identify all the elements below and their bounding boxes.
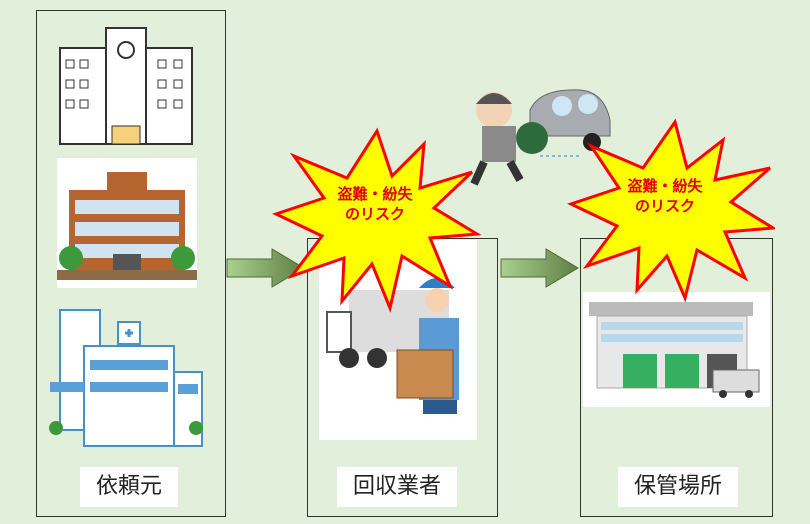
stage-label-storage: 保管場所 bbox=[618, 467, 738, 507]
risk-text-1: 盗難・紛失 のリスク bbox=[310, 184, 440, 224]
risk-starburst-2 bbox=[567, 118, 775, 303]
risk-line1: 盗難・紛失 bbox=[337, 185, 413, 203]
thief-with-car-image bbox=[470, 80, 620, 190]
office-building-image bbox=[58, 18, 194, 146]
school-building-image bbox=[57, 158, 197, 288]
risk-line1: 盗難・紛失 bbox=[627, 177, 703, 195]
stage-label-collector: 回収業者 bbox=[337, 467, 457, 507]
risk-starburst-1 bbox=[272, 127, 482, 313]
warehouse-image bbox=[583, 292, 770, 407]
hospital-building-image bbox=[46, 300, 206, 450]
risk-text-2: 盗難・紛失 のリスク bbox=[600, 176, 730, 216]
risk-line2: のリスク bbox=[344, 205, 405, 223]
flow-arrow-2 bbox=[500, 248, 579, 288]
risk-line2: のリスク bbox=[634, 197, 695, 215]
stage-label-requester: 依頼元 bbox=[80, 467, 178, 507]
flow-arrow-1 bbox=[226, 248, 305, 288]
